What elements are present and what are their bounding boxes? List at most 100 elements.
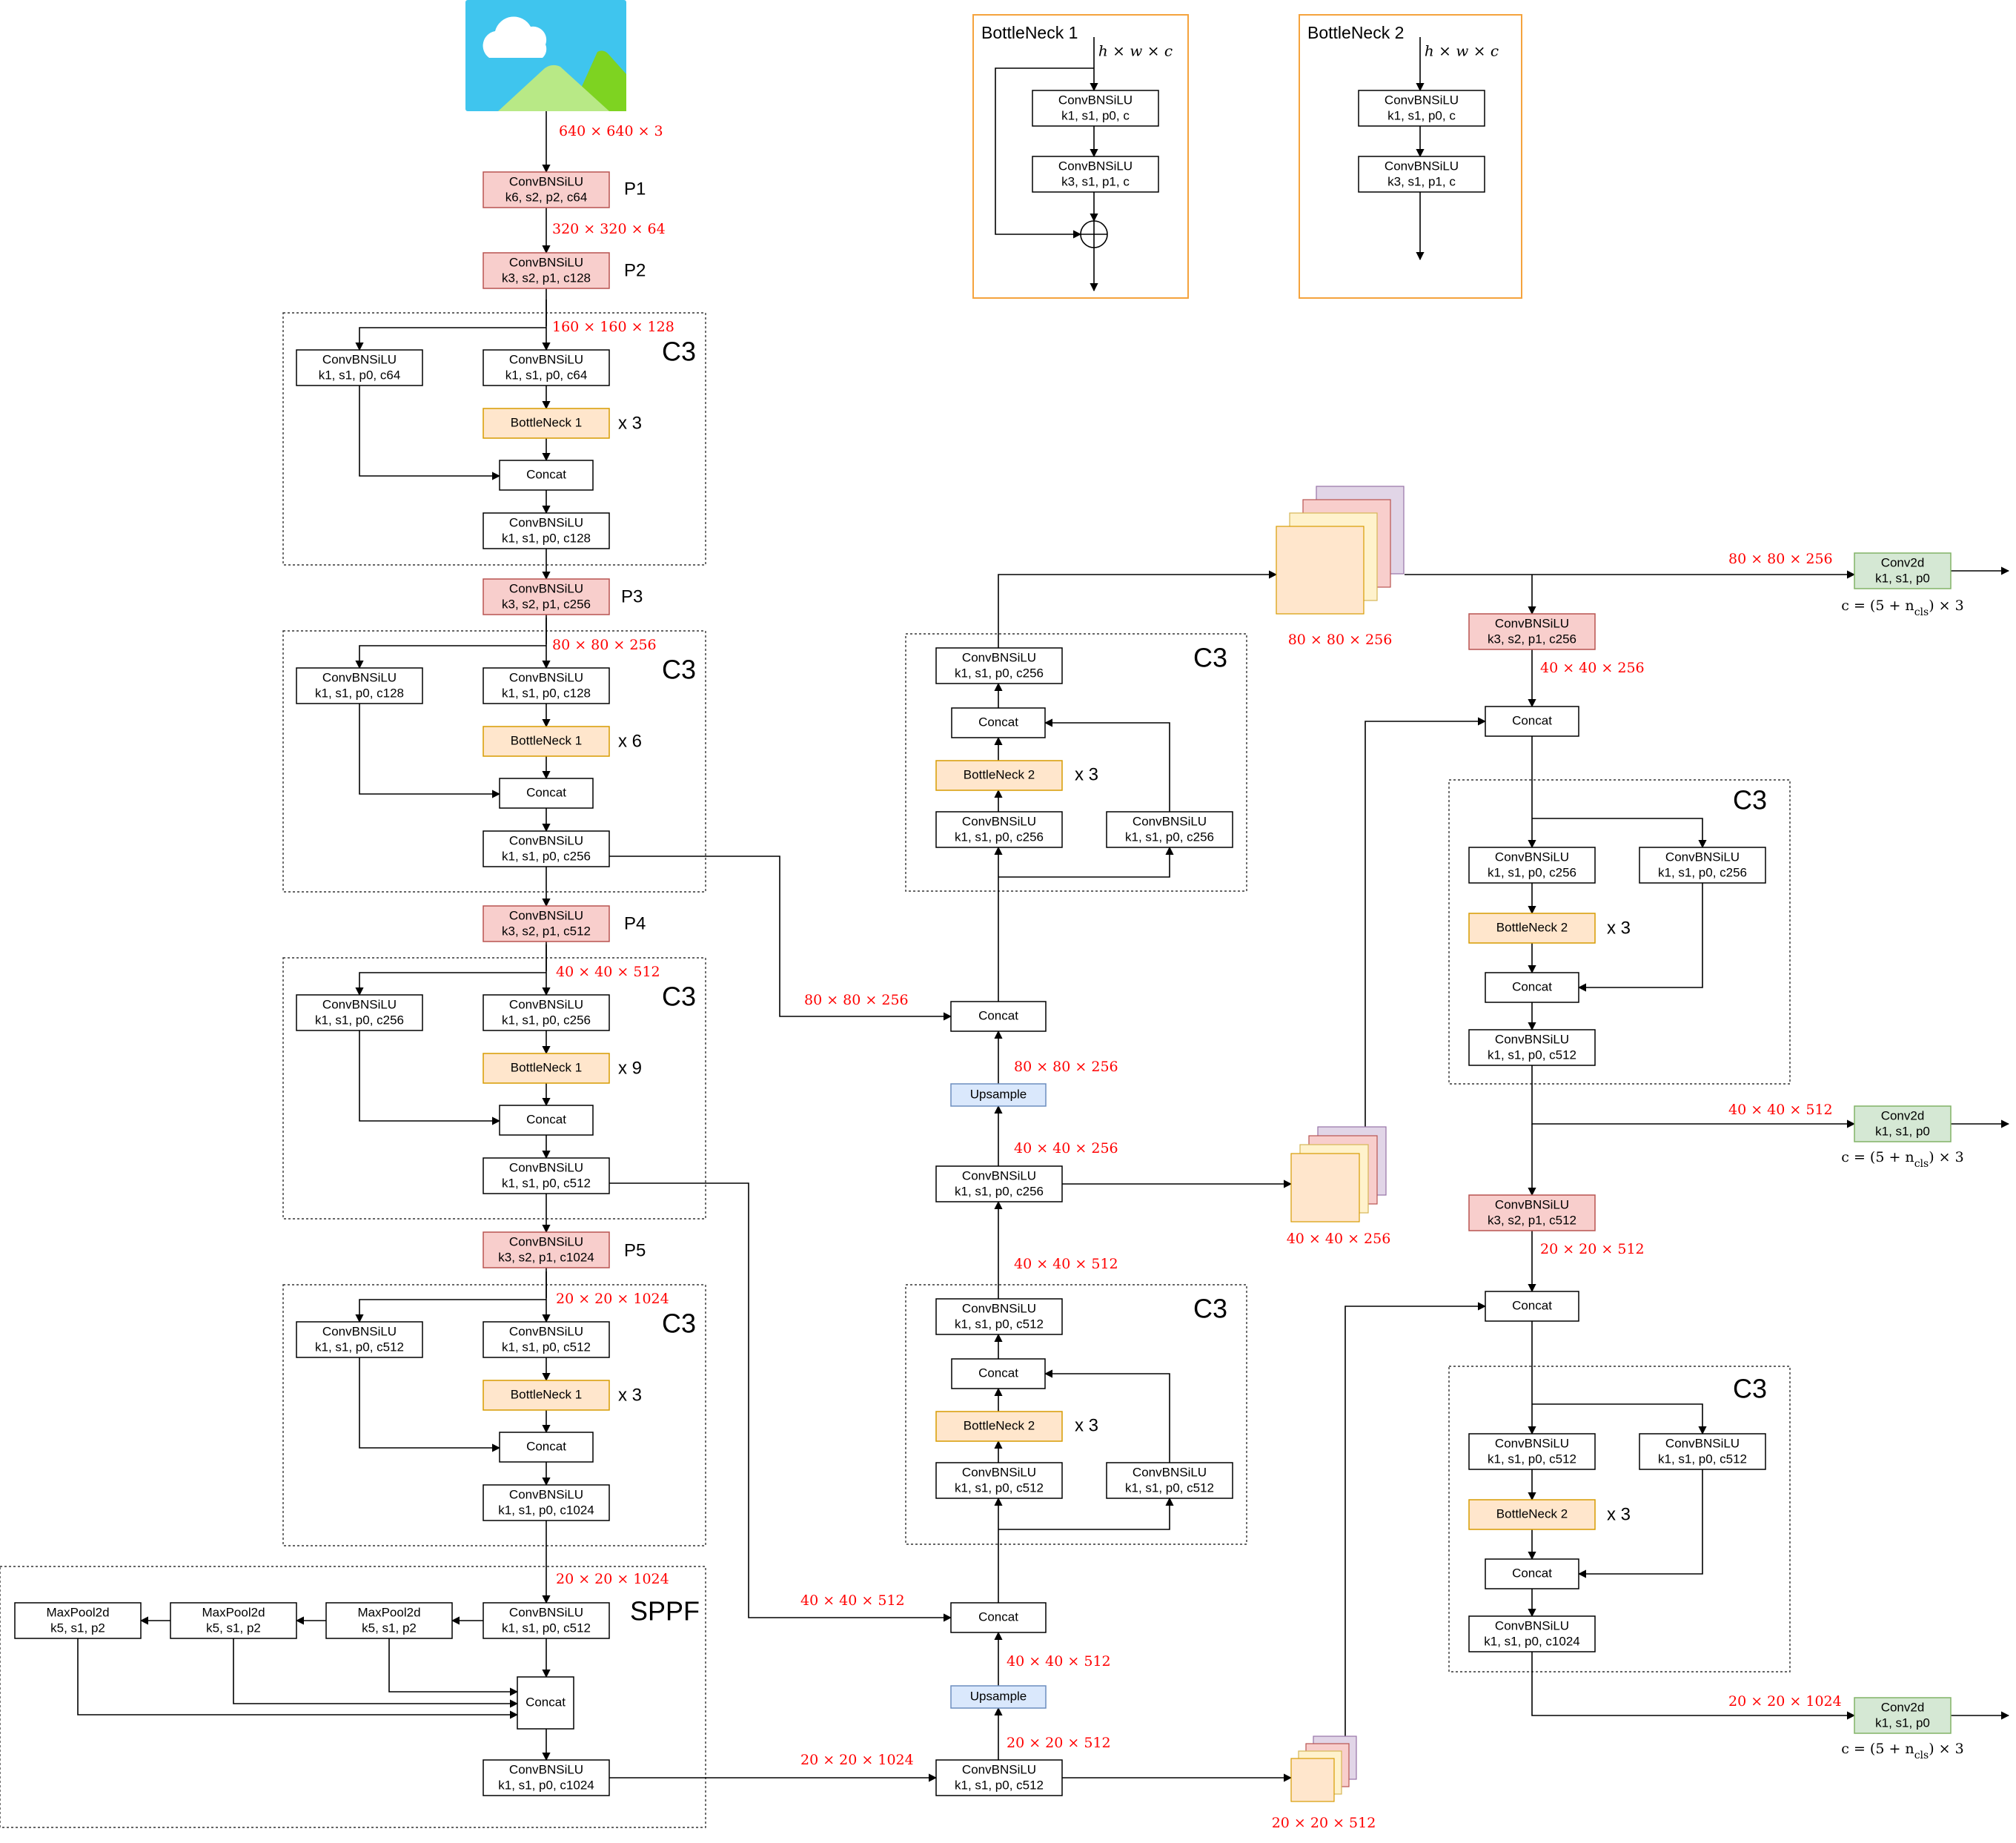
- bn2-input-dim: h × w × c: [1425, 42, 1499, 60]
- c3-3-branch-conv-title: ConvBNSiLU: [322, 997, 397, 1011]
- c3-3-out-conv-box: [483, 1157, 610, 1194]
- neck-c3b-title: C3: [1193, 643, 1227, 673]
- c3-3-main-conv-title: ConvBNSiLU: [509, 997, 583, 1011]
- head-conv2d-40-box: [1854, 1105, 1952, 1142]
- neck-c3a-main-conv-title: ConvBNSiLU: [962, 1465, 1036, 1479]
- bn2-conv1-box: [1358, 90, 1485, 127]
- neck-c3a-concat: Concat: [951, 1358, 1046, 1389]
- c3-1-title: C3: [662, 337, 696, 367]
- c3-1-out-conv-title: ConvBNSiLU: [509, 515, 583, 529]
- neck-conv-c512-title: ConvBNSiLU: [962, 1762, 1036, 1776]
- c3-frame-backbone-1: [282, 312, 706, 566]
- sppf-title: SPPF: [630, 1596, 700, 1627]
- c3-1-bottleneck-title: BottleNeck 1: [511, 415, 582, 429]
- neck-concat-2-title: Concat: [978, 1008, 1018, 1022]
- neck-conv-c256-params: k1, s1, p0, c256: [955, 1184, 1044, 1198]
- c3-4-bottleneck-box: [483, 1380, 610, 1411]
- c3-4-main-conv-params: k1, s1, p0, c512: [502, 1340, 591, 1354]
- dim-20-512: 20 × 20 × 512: [1007, 1735, 1111, 1751]
- bn2-conv2-box: [1358, 156, 1485, 193]
- sppf-maxpool-1-box: [325, 1602, 453, 1639]
- sppf-conv-in-box: [483, 1602, 610, 1639]
- c3-1-branch-conv-params: k1, s1, p0, c64: [319, 368, 401, 382]
- edge-p4-concat1: [609, 1182, 952, 1622]
- c3-frame-pan-2: [1448, 1366, 1791, 1672]
- head-conv2d-80-title: Conv2d: [1881, 555, 1925, 569]
- pan-c3b-branch-conv-box: [1639, 1433, 1766, 1470]
- pan-c3b-branch-conv-title: ConvBNSiLU: [1665, 1436, 1740, 1450]
- sppf-concat-title: Concat: [525, 1695, 566, 1709]
- neck-c3b-edge-split: [998, 846, 1174, 878]
- head-formula-20: c = (5 + ncls) × 3: [1841, 1741, 1963, 1761]
- head-formula-40: c = (5 + ncls) × 3: [1841, 1149, 1963, 1170]
- dim-head-80: 80 × 80 × 256: [1728, 551, 1833, 567]
- c3-1-branch-conv-title: ConvBNSiLU: [322, 352, 397, 366]
- featmap-40-layer-4: [1290, 1153, 1360, 1222]
- c3-2-bottleneck-box: [483, 726, 610, 757]
- c3-4-title: C3: [662, 1308, 696, 1339]
- c3-3-title: C3: [662, 982, 696, 1012]
- c3-1-branch-conv: ConvBNSiLU k1, s1, p0, c64: [296, 349, 423, 386]
- edge-p3-concat2: [609, 856, 952, 1021]
- neck-c3a-out-conv-params: k1, s1, p0, c512: [955, 1317, 1044, 1331]
- bn1-conv1-title: ConvBNSiLU: [1058, 93, 1133, 107]
- pan-c3b-out-conv-box: [1468, 1615, 1596, 1652]
- c3-4-concat-title: Concat: [526, 1439, 566, 1453]
- dim-sppf-out: 20 × 20 × 1024: [800, 1752, 914, 1768]
- pan-down-1-box: [1468, 613, 1596, 650]
- c3-4-out-conv-params: k1, s1, p0, c1024: [498, 1503, 594, 1517]
- c3-1-main-conv-box: [483, 349, 610, 386]
- featmap-20-layer-4: [1290, 1758, 1335, 1802]
- neck-concat-1-box: [950, 1602, 1047, 1633]
- bn1-conv2-params: k3, s1, p1, c: [1061, 174, 1130, 188]
- conv-p4-title: ConvBNSiLU: [509, 908, 583, 922]
- pan-c3a-out-conv-box: [1468, 1029, 1596, 1066]
- neck-c3b-concat: Concat: [951, 707, 1046, 738]
- c3-3-repeat: x 9: [618, 1058, 642, 1078]
- featmap-20: 20 × 20 × 512: [1272, 1736, 1376, 1831]
- c3-4-concat-box: [499, 1432, 594, 1463]
- bottleneck2-frame: [1299, 14, 1522, 299]
- c3-4-out-conv-title: ConvBNSiLU: [509, 1487, 583, 1501]
- neck-concat-1: Concat: [950, 1602, 1047, 1633]
- conv-p3-params: k3, s2, p1, c256: [502, 597, 591, 611]
- pan-c3a-main-conv-box: [1468, 847, 1596, 884]
- c3-2-bottleneck: BottleNeck 1: [483, 726, 610, 757]
- c3-1-main-conv-params: k1, s1, p0, c64: [505, 368, 588, 382]
- c3-3-concat-title: Concat: [526, 1112, 566, 1126]
- c3-1-concat-title: Concat: [526, 467, 566, 481]
- edge-neck-featmap80: [998, 570, 1278, 648]
- pan-c3a-concat: Concat: [1485, 972, 1579, 1003]
- neck-c3a-title: C3: [1193, 1294, 1227, 1324]
- pan-c3b-bottleneck-title: BottleNeck 2: [1496, 1506, 1568, 1521]
- c3-2-main-conv-title: ConvBNSiLU: [509, 670, 583, 684]
- c3-4-branch-conv-box: [296, 1321, 423, 1358]
- head-conv2d-20-title: Conv2d: [1881, 1700, 1925, 1714]
- sppf-maxpool-3-box: [14, 1602, 142, 1639]
- sppf-edge-mp2-concat: [233, 1638, 519, 1708]
- head-conv2d-20-box: [1854, 1697, 1952, 1734]
- neck-c3b-concat-title: Concat: [978, 715, 1018, 729]
- dim-c3-3: 40 × 40 × 512: [556, 964, 660, 980]
- c3-2-edge-branch: [355, 645, 546, 669]
- c3-3-edge-branch: [355, 972, 546, 996]
- c3-4-main-conv-title: ConvBNSiLU: [509, 1324, 583, 1338]
- head-conv2d-80-box: [1854, 552, 1952, 589]
- neck-upsample-1: Upsample: [950, 1685, 1047, 1709]
- c3-4-edge-branch-concat: [359, 1357, 501, 1452]
- neck-c3a-branch-conv-title: ConvBNSiLU: [1133, 1465, 1207, 1479]
- conv-p2-title: ConvBNSiLU: [509, 255, 583, 269]
